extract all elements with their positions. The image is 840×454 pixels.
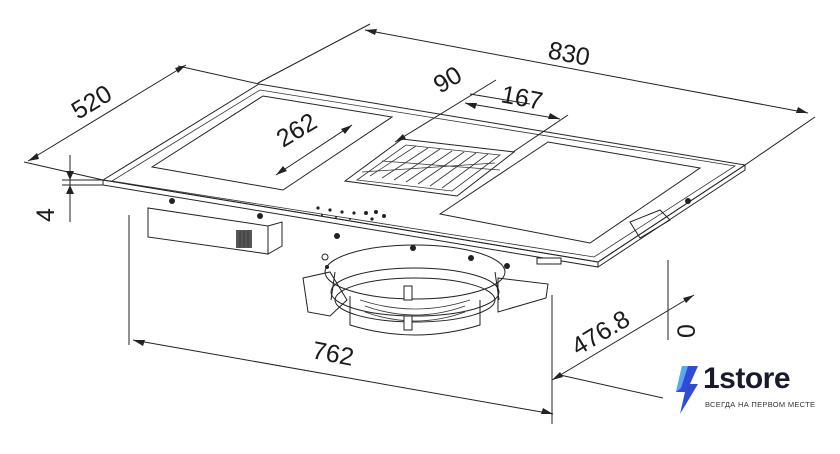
mounting-screws	[169, 198, 691, 269]
dim-label-90: 90	[429, 61, 467, 99]
dim-label-476-8: 476.8	[567, 305, 635, 361]
brand-name: 1store	[703, 362, 791, 395]
dim-label-830: 830	[546, 36, 592, 71]
left-cooking-zone	[150, 95, 394, 191]
dim-label-762: 762	[310, 336, 356, 371]
dim-label-520: 520	[67, 80, 117, 125]
dimension-lines	[23, 23, 816, 424]
right-cooking-zone	[438, 141, 702, 244]
electronics-box	[147, 207, 283, 255]
fan-motor-unit	[302, 244, 549, 336]
lightning-bolt-icon	[676, 366, 698, 414]
vent-grille	[343, 138, 516, 197]
dim-label-r0: 0	[673, 324, 701, 338]
touch-controls	[316, 206, 386, 221]
brand-tagline: ВСЕГДА НА ПЕРВОМ МЕСТЕ	[705, 400, 816, 409]
dim-label-167: 167	[499, 80, 545, 115]
brand-logo: 1store ВСЕГДА НА ПЕРВОМ МЕСТЕ	[672, 362, 832, 418]
dim-label-4: 4	[32, 208, 60, 222]
dim-label-262: 262	[272, 108, 322, 153]
rear-bracket	[629, 209, 671, 239]
label-plate	[536, 257, 562, 265]
